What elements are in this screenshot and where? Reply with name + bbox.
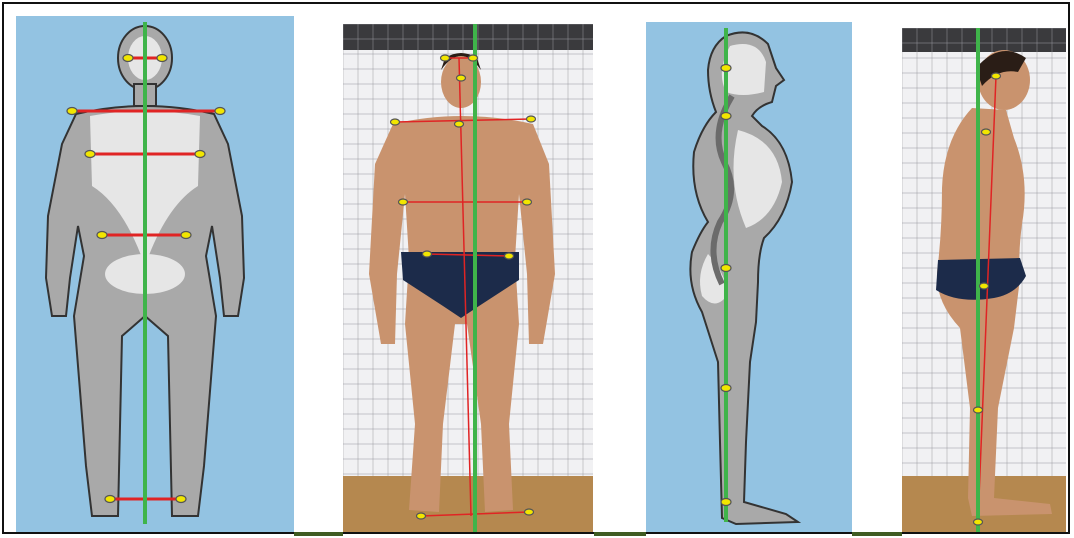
front-view-photo: [343, 24, 593, 532]
landmark-point: [85, 151, 95, 158]
landmark-point: [417, 513, 426, 519]
landmark-point: [215, 108, 225, 115]
landmark-point: [67, 108, 77, 115]
landmark-point: [455, 121, 464, 127]
landmark-point: [527, 116, 536, 122]
landmark-point: [195, 151, 205, 158]
landmark-point: [974, 519, 983, 525]
landmark-point: [974, 407, 983, 413]
landmark-point: [181, 232, 191, 239]
landmark-point: [105, 496, 115, 503]
landmark-point: [157, 55, 167, 62]
accent-bar: [294, 532, 343, 536]
landmark-point: [97, 232, 107, 239]
landmark-point: [721, 65, 731, 72]
side-view-diagram: [646, 22, 852, 532]
wall-top-dark: [902, 28, 1066, 52]
landmark-point: [423, 251, 432, 257]
accent-bar: [852, 532, 902, 536]
landmark-point: [980, 283, 989, 289]
landmark-point: [721, 265, 731, 272]
landmark-point: [523, 199, 532, 205]
wall-top-dark: [343, 24, 593, 50]
landmark-point: [721, 499, 731, 506]
floor: [343, 476, 593, 532]
landmark-point: [469, 55, 478, 61]
landmark-point: [399, 199, 408, 205]
side-view-diagram-panel: [646, 22, 852, 532]
landmark-point: [721, 385, 731, 392]
accent-bar: [594, 532, 646, 536]
front-view-diagram-panel: [16, 16, 294, 532]
landmark-point: [176, 496, 186, 503]
landmark-point: [721, 113, 731, 120]
landmark-point: [441, 55, 450, 61]
front-view-photo-panel: [343, 24, 593, 532]
side-view-photo: [902, 28, 1066, 532]
side-view-photo-panel: [902, 28, 1066, 532]
landmark-point: [123, 55, 133, 62]
landmark-point: [457, 75, 466, 81]
landmark-point: [505, 253, 514, 259]
landmark-point: [982, 129, 991, 135]
landmark-point: [992, 73, 1001, 79]
landmark-point: [525, 509, 534, 515]
landmark-point: [391, 119, 400, 125]
front-view-diagram: [16, 16, 294, 532]
